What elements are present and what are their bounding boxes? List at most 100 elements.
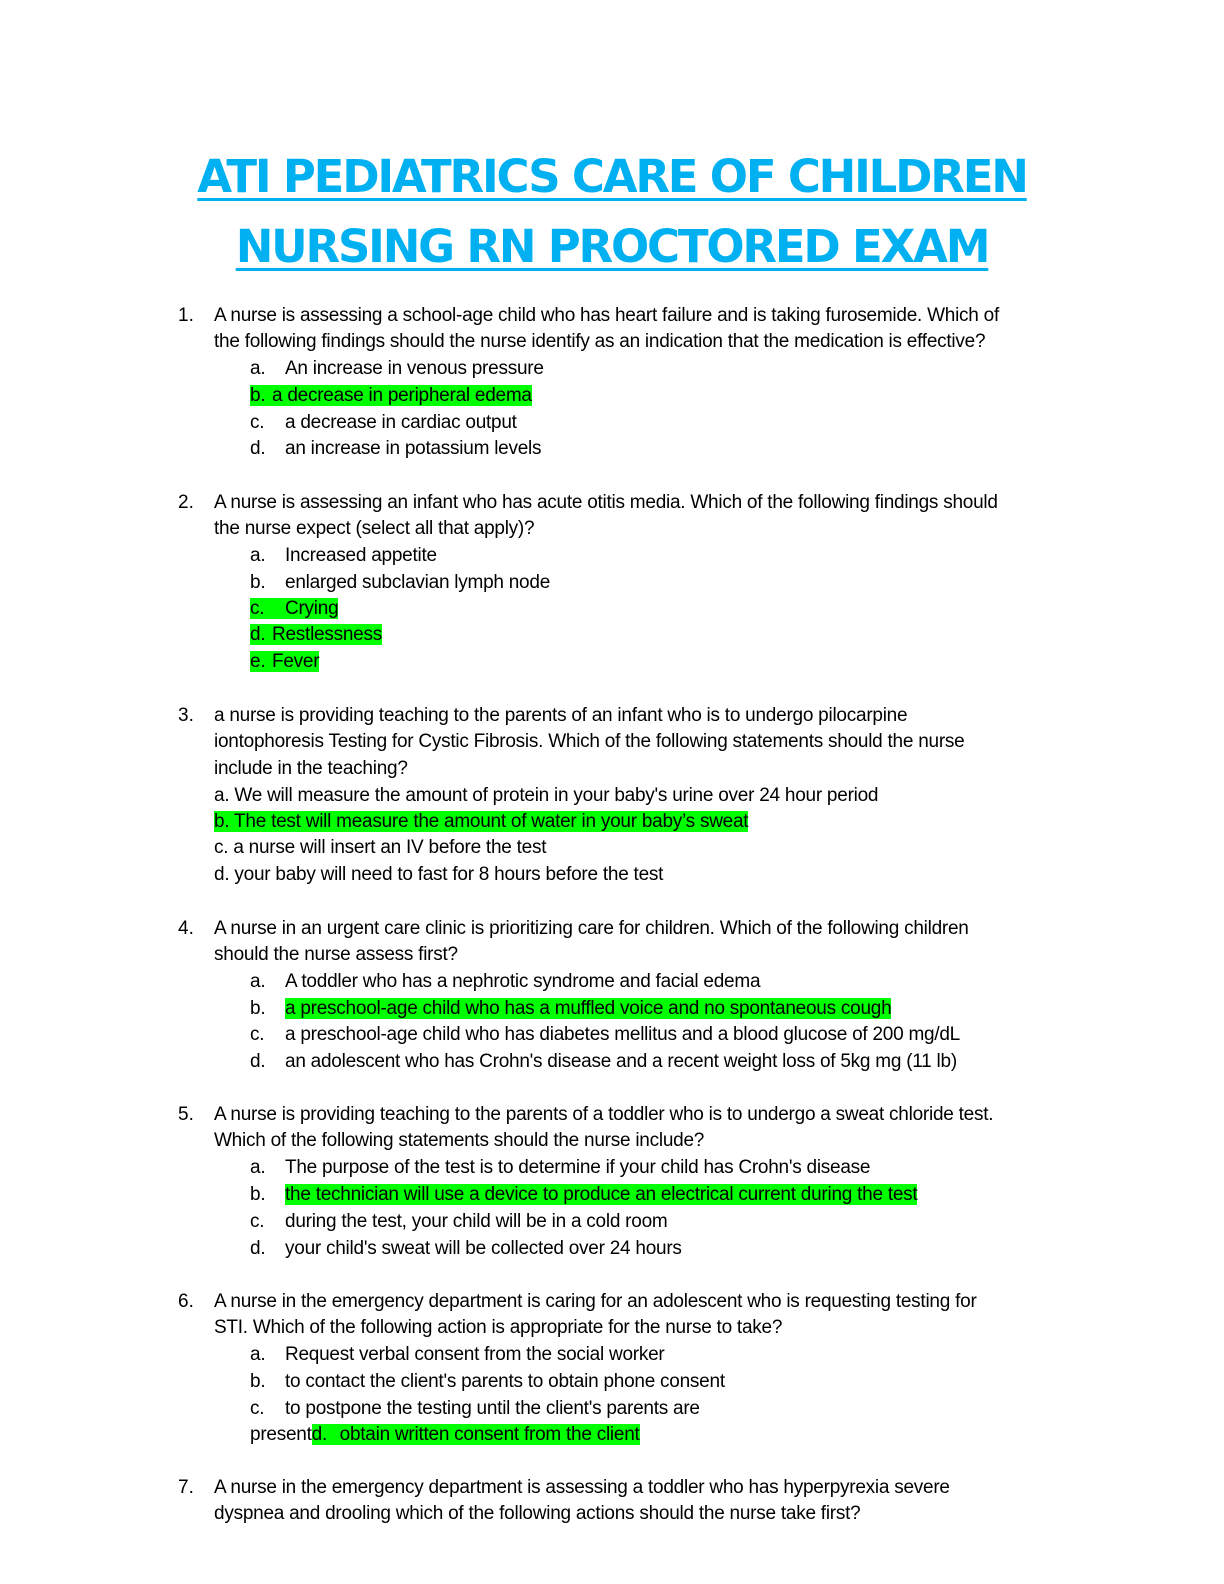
title-text-1: ATI PEDIATRICS CARE OF CHILDREN [197, 150, 1029, 203]
answer-option: d. your child's sweat will be collected o… [250, 1236, 682, 1262]
answer-option: c. a preschool-age child who has diabetes… [250, 1022, 960, 1048]
option-letter: b. [250, 385, 266, 406]
question-number: 2. [178, 492, 194, 513]
answer-option: a. We will measure the amount of protein… [214, 783, 878, 809]
question-stem: A nurse in an urgent care clinic is prio… [214, 918, 969, 939]
question-stem: STI. Which of the following action is ap… [214, 1317, 783, 1338]
answer-option: a. The purpose of the test is to determin… [250, 1155, 871, 1181]
document-title-line-2: NURSING RN PROCTORED EXAM [0, 224, 1224, 269]
question-number: 5. [178, 1104, 194, 1125]
option-letter: a. [250, 358, 266, 379]
option-text: The test will measure the amount of wate… [234, 811, 749, 832]
option-text: Request verbal consent from the social w… [285, 1344, 665, 1365]
option-letter: a. [250, 1344, 266, 1365]
option-text: A toddler who has a nephrotic syndrome a… [285, 971, 761, 992]
option-text: an increase in potassium levels [285, 438, 542, 459]
answer-option-correct: d. obtain written consent from the client [311, 1424, 640, 1445]
question-number: 1. [178, 305, 194, 326]
option-text: to contact the client's parents to obtai… [285, 1371, 725, 1392]
answer-option: b. to contact the client's parents to obt… [250, 1369, 725, 1395]
answer-option: c.a decrease in cardiac output [250, 410, 517, 436]
option-text: to postpone the testing until the client… [285, 1398, 700, 1419]
option-text: during the test, your child will be in a… [285, 1211, 668, 1232]
answer-option-correct: d. Restlessness [250, 622, 382, 648]
option-letter: b. [250, 998, 266, 1019]
question-stem: A nurse is assessing an infant who has a… [214, 492, 998, 513]
title-text-2: NURSING RN PROCTORED EXAM [235, 220, 991, 273]
option-letter: a. [250, 1157, 266, 1178]
option-letter: b. [250, 572, 266, 593]
question-number: 7. [178, 1477, 194, 1498]
option-letter: b. [250, 1184, 266, 1205]
option-letter: d. [311, 1424, 328, 1445]
question-stem: the nurse expect (select all that apply)… [214, 518, 535, 539]
question-stem: A nurse is providing teaching to the par… [214, 1104, 994, 1125]
option-text: Increased appetite [285, 545, 437, 566]
answer-option: d. an adolescent who has Crohn's disease … [250, 1049, 957, 1075]
option-letter: d. [250, 438, 266, 459]
answer-option: d. your baby will need to fast for 8 hou… [214, 862, 663, 888]
option-text: enlarged subclavian lymph node [285, 572, 551, 593]
option-text: a decrease in cardiac output [285, 412, 517, 433]
option-text: an adolescent who has Crohn's disease an… [285, 1051, 957, 1072]
option-letter: c. [250, 1211, 265, 1232]
option-continuation: present [250, 1424, 312, 1445]
answer-option: a. Increased appetite [250, 543, 437, 569]
question-number: 6. [178, 1291, 194, 1312]
option-text: a preschool-age child who has a muffled … [285, 998, 892, 1019]
option-letter: c. [250, 1398, 265, 1419]
question-stem: the following findings should the nurse … [214, 331, 986, 352]
option-text: a preschool-age child who has diabetes m… [285, 1024, 961, 1045]
answer-option-correct: c. Crying [250, 596, 339, 622]
option-letter: d. [250, 1238, 266, 1259]
option-letter: a. [250, 545, 266, 566]
option-text: your baby will need to fast for 8 hours … [234, 864, 664, 885]
option-letter: d. [250, 1051, 266, 1072]
answer-option-correct: e. Fever [250, 649, 320, 675]
question-stem: Which of the following statements should… [214, 1130, 705, 1151]
answer-option-correct: b. The test will measure the amount of w… [214, 809, 749, 835]
option-text: obtain written consent from the client [339, 1424, 640, 1445]
option-letter: e. [250, 651, 266, 672]
answer-option-correct: b. the technician will use a device to pr… [250, 1182, 918, 1208]
option-text: The purpose of the test is to determine … [285, 1157, 871, 1178]
answer-option: a. A toddler who has a nephrotic syndrome… [250, 969, 761, 995]
answer-option: c. a nurse will insert an IV before the … [214, 835, 546, 861]
answer-option: b. enlarged subclavian lymph node [250, 570, 550, 596]
answer-option: c. to postpone the testing until the clie… [250, 1396, 700, 1422]
question-stem: A nurse is assessing a school-age child … [214, 305, 999, 326]
option-text: An increase in venous pressure [285, 358, 544, 379]
option-letter: d. [214, 864, 230, 885]
option-letter: b. [214, 811, 230, 832]
option-text: a nurse will insert an IV before the tes… [233, 837, 547, 858]
answer-option: a. Request verbal consent from the social… [250, 1342, 665, 1368]
question-stem: A nurse in the emergency department is a… [214, 1477, 950, 1498]
answer-option: c. during the test, your child will be in… [250, 1209, 668, 1235]
option-text: a decrease in peripheral edema [272, 385, 532, 406]
option-text: your child's sweat will be collected ove… [285, 1238, 682, 1259]
option-text: We will measure the amount of protein in… [234, 785, 879, 806]
answer-option-correct: b. a decrease in peripheral edema [250, 383, 532, 409]
question-number: 3. [178, 705, 194, 726]
question-stem: iontophoresis Testing for Cystic Fibrosi… [214, 731, 965, 752]
option-letter: c. [250, 598, 265, 619]
option-text: Fever [272, 651, 320, 672]
answer-option: a. An increase in venous pressure [250, 356, 544, 382]
question-number: 4. [178, 918, 194, 939]
document-title-line-1: ATI PEDIATRICS CARE OF CHILDREN [0, 154, 1224, 199]
option-letter: a. [250, 971, 266, 992]
question-stem: dyspnea and drooling which of the follow… [214, 1503, 861, 1524]
question-stem: a nurse is providing teaching to the par… [214, 705, 908, 726]
option-letter: c. [214, 837, 229, 858]
option-text: the technician will use a device to prod… [285, 1184, 918, 1205]
answer-option-correct: b. a preschool-age child who has a muffle… [250, 996, 892, 1022]
option-letter: d. [250, 624, 266, 645]
question-stem: should the nurse assess first? [214, 944, 458, 965]
question-stem: include in the teaching? [214, 758, 408, 779]
option-letter: b. [250, 1371, 266, 1392]
option-letter: c. [250, 1024, 265, 1045]
option-letter: a. [214, 785, 230, 806]
option-text: Crying [285, 598, 339, 619]
answer-option: d. an increase in potassium levels [250, 436, 542, 462]
option-text: Restlessness [272, 624, 382, 645]
